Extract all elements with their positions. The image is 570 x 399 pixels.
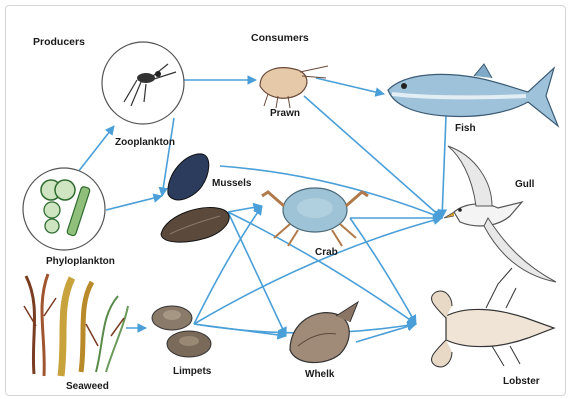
mussels-illustration xyxy=(161,154,229,242)
diagram-frame: Producers Consumers Zooplankton Phylopla… xyxy=(5,5,566,396)
arrow-mussels-crab xyxy=(228,206,262,212)
arrow-whelk-lobster xyxy=(356,324,416,342)
seaweed-label: Seaweed xyxy=(66,381,109,392)
limpets-label: Limpets xyxy=(173,366,211,377)
zooplankton-illustration xyxy=(102,42,184,124)
gull-illustration xyxy=(444,146,556,282)
prawn-label: Prawn xyxy=(270,108,300,119)
arrow-phyloplankton-mussels xyxy=(106,196,162,210)
whelk-illustration xyxy=(290,302,358,363)
arrow-mussels-whelk xyxy=(228,212,286,336)
phyloplankton-label: Phyloplankton xyxy=(46,256,115,267)
producers-header: Producers xyxy=(33,36,85,48)
arrow-phyloplankton-zooplankton xyxy=(78,126,114,172)
gull-label: Gull xyxy=(515,179,534,190)
food-web-svg xyxy=(6,6,565,395)
whelk-label: Whelk xyxy=(305,369,334,380)
arrow-prawn-fish xyxy=(316,78,384,94)
seaweed-illustration xyxy=(24,274,128,376)
prawn-illustration xyxy=(260,66,328,108)
fish-label: Fish xyxy=(455,123,476,134)
limpets-illustration xyxy=(152,306,211,357)
arrow-crab-lobster xyxy=(350,218,416,324)
zooplankton-label: Zooplankton xyxy=(115,137,175,148)
lobster-label: Lobster xyxy=(503,376,540,387)
phyloplankton-illustration xyxy=(23,168,105,250)
lobster-illustration xyxy=(431,268,554,367)
consumers-header: Consumers xyxy=(251,32,309,44)
arrow-limpets-gull xyxy=(194,218,442,324)
arrow-fish-gull xyxy=(442,116,446,218)
crab-label: Crab xyxy=(315,247,338,258)
mussels-label: Mussels xyxy=(212,178,251,189)
fish-illustration xyxy=(388,64,558,126)
